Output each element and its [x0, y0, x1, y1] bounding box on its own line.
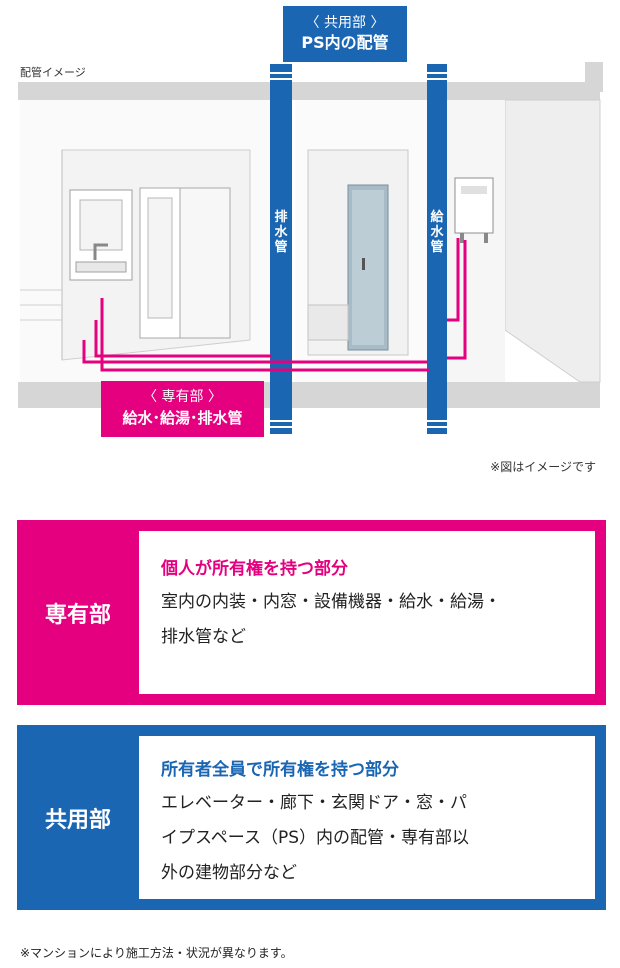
private-pipe-label-line1: 〈 専有部 〉: [143, 389, 222, 405]
building-illustration: [18, 62, 603, 434]
common-section-title: 共用部: [44, 807, 111, 833]
private-section-title: 専有部: [44, 602, 111, 628]
private-section: 専有部 個人が所有権を持つ部分 室内の内装・内窓・設備機器・給水・給湯・ 排水管…: [17, 520, 606, 705]
private-pipe-label: 〈 専有部 〉 給水･給湯･排水管: [101, 381, 264, 437]
supply-pipe-label: 給水管: [430, 210, 444, 255]
common-section-headline: 所有者全員で所有権を持つ部分: [161, 760, 399, 780]
piping-diagram: 排水管 給水管 配管イメージ 〈 共用部 〉 PS内の配管 〈 専有部 〉 給水…: [0, 0, 620, 450]
private-section-content: 個人が所有権を持つ部分 室内の内装・内窓・設備機器・給水・給湯・ 排水管など: [139, 531, 595, 694]
private-body-line2: 排水管など: [161, 627, 246, 647]
common-body-line1: エレベーター・廊下・玄関ドア・窓・パ: [161, 793, 467, 813]
common-body-line2: イプスペース（PS）内の配管・専有部以: [161, 828, 470, 848]
common-body-line3: 外の建物部分など: [161, 863, 297, 883]
drain-pipe-label: 排水管: [274, 210, 288, 255]
diagram-caption: 配管イメージ: [20, 66, 86, 79]
shared-pipe-label-line2: PS内の配管: [301, 33, 389, 52]
private-section-body: 室内の内装・内窓・設備機器・給水・給湯・ 排水管など: [161, 585, 573, 655]
shared-pipe-label: 〈 共用部 〉 PS内の配管: [283, 6, 407, 62]
common-section-content: 所有者全員で所有権を持つ部分 エレベーター・廊下・玄関ドア・窓・パ イプスペース…: [139, 736, 595, 899]
private-section-headline: 個人が所有権を持つ部分: [161, 559, 348, 579]
image-note: ※図はイメージです: [490, 460, 596, 474]
private-body-line1: 室内の内装・内窓・設備機器・給水・給湯・: [161, 592, 501, 612]
footnote: ※マンションにより施工方法・状況が異なります。: [20, 946, 293, 960]
private-pipe-label-line2: 給水･給湯･排水管: [122, 409, 243, 427]
common-section-body: エレベーター・廊下・玄関ドア・窓・パ イプスペース（PS）内の配管・専有部以 外…: [161, 786, 573, 891]
common-section: 共用部 所有者全員で所有権を持つ部分 エレベーター・廊下・玄関ドア・窓・パ イプ…: [17, 725, 606, 910]
shared-pipe-label-line1: 〈 共用部 〉: [305, 15, 385, 31]
